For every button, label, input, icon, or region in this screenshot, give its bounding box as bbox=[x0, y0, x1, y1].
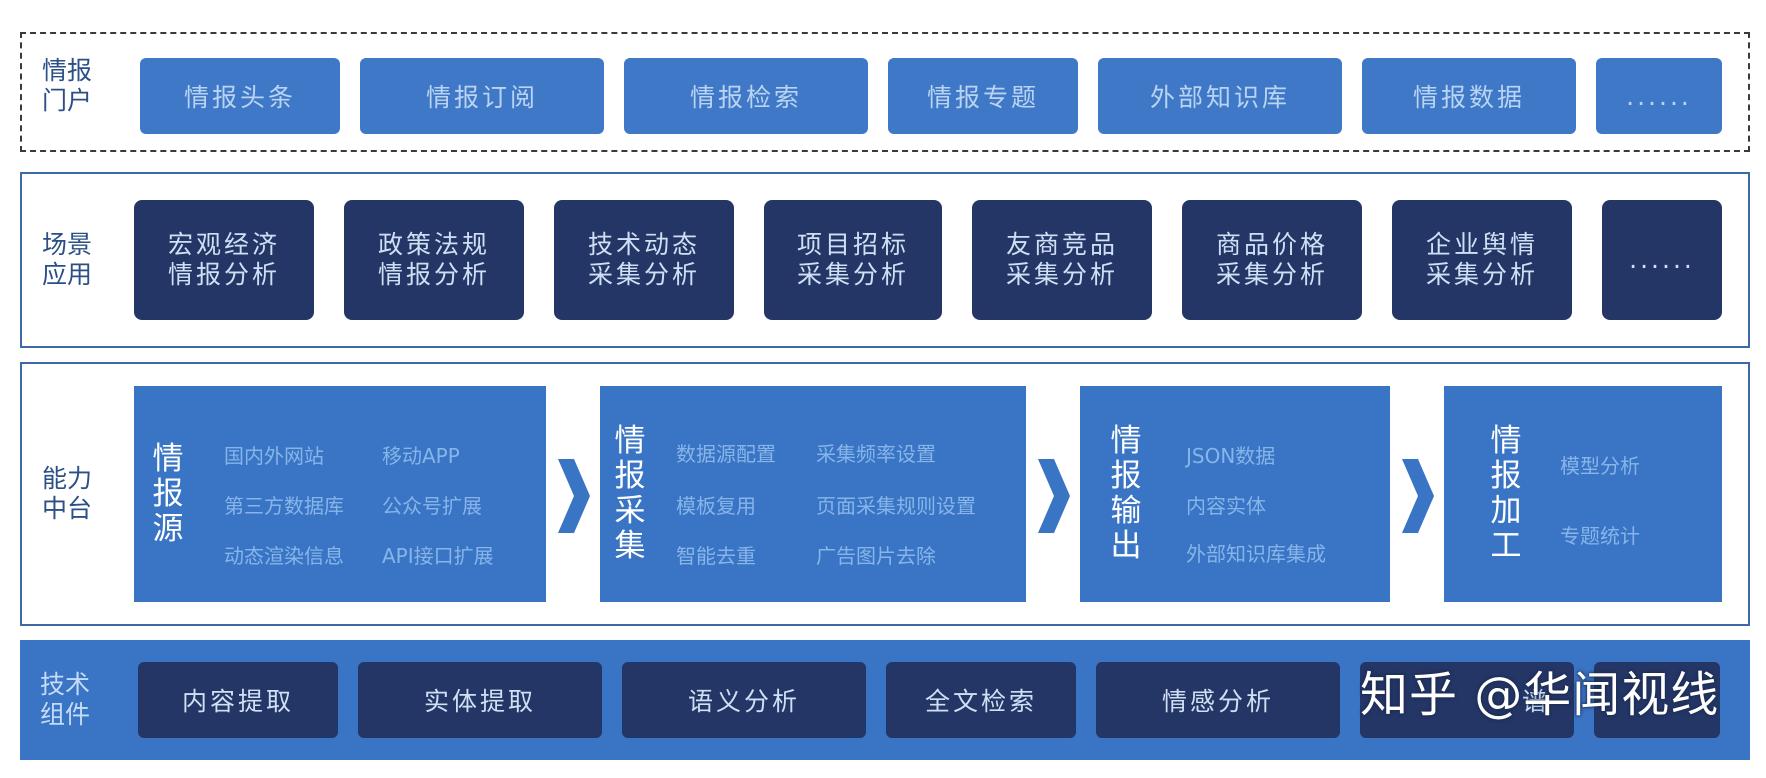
collection-item: 广告图片去除 bbox=[816, 544, 936, 568]
portal-row: 情报 门户 情报头条 情报订阅 情报检索 情报专题 外部知识库 情报数据 ...… bbox=[20, 32, 1750, 152]
scene-more[interactable]: ...... bbox=[1602, 200, 1722, 320]
source-item: 国内外网站 bbox=[224, 444, 324, 468]
collection-item: 采集频率设置 bbox=[816, 442, 936, 466]
portal-item-topics[interactable]: 情报专题 bbox=[888, 58, 1078, 134]
collection-item: 数据源配置 bbox=[676, 442, 776, 466]
panel-intel-source-title: 情 报 源 bbox=[152, 441, 184, 547]
tech-row-label: 技术 组件 bbox=[40, 670, 91, 729]
scene-enterprise-sentiment[interactable]: 企业舆情采集分析 bbox=[1392, 200, 1572, 320]
tech-semantic-analysis[interactable]: 语义分析 bbox=[622, 662, 866, 738]
panel-intel-processing-title: 情 报 加 工 bbox=[1490, 423, 1522, 564]
output-item: 内容实体 bbox=[1186, 494, 1266, 518]
scene-project-bidding[interactable]: 项目招标采集分析 bbox=[764, 200, 942, 320]
scene-tech-trends[interactable]: 技术动态采集分析 bbox=[554, 200, 734, 320]
scene-policy-regulation[interactable]: 政策法规情报分析 bbox=[344, 200, 524, 320]
collection-item: 页面采集规则设置 bbox=[816, 494, 976, 518]
portal-item-headlines[interactable]: 情报头条 bbox=[140, 58, 340, 134]
collection-item: 智能去重 bbox=[676, 544, 756, 568]
processing-item: 专题统计 bbox=[1560, 524, 1640, 548]
scenes-row-label: 场景 应用 bbox=[42, 230, 93, 289]
scene-commodity-prices[interactable]: 商品价格采集分析 bbox=[1182, 200, 1362, 320]
chevron-right-icon bbox=[558, 459, 590, 533]
scene-competitor-products[interactable]: 友商竞品采集分析 bbox=[972, 200, 1152, 320]
source-item: 动态渲染信息 bbox=[224, 544, 344, 568]
panel-intel-collection[interactable]: 情 报 采 集 数据源配置 采集频率设置 模板复用 页面采集规则设置 智能去重 … bbox=[600, 386, 1026, 602]
chevron-right-icon bbox=[1038, 459, 1070, 533]
platform-row: 能力 中台 情 报 源 国内外网站 移动APP 第三方数据库 公众号扩展 动态渲… bbox=[20, 362, 1750, 626]
portal-item-search[interactable]: 情报检索 bbox=[624, 58, 868, 134]
collection-item: 模板复用 bbox=[676, 494, 756, 518]
panel-intel-source[interactable]: 情 报 源 国内外网站 移动APP 第三方数据库 公众号扩展 动态渲染信息 AP… bbox=[134, 386, 546, 602]
source-item: 公众号扩展 bbox=[382, 494, 482, 518]
scenes-row: 场景 应用 宏观经济情报分析 政策法规情报分析 技术动态采集分析 项目招标采集分… bbox=[20, 172, 1750, 348]
tech-fulltext-search[interactable]: 全文检索 bbox=[886, 662, 1076, 738]
chevron-right-icon bbox=[1402, 459, 1434, 533]
platform-row-label: 能力 中台 bbox=[42, 464, 93, 523]
panel-intel-output[interactable]: 情 报 输 出 JSON数据 内容实体 外部知识库集成 bbox=[1080, 386, 1390, 602]
portal-row-label: 情报 门户 bbox=[42, 56, 93, 115]
panel-intel-output-title: 情 报 输 出 bbox=[1110, 423, 1142, 564]
scene-macro-economy[interactable]: 宏观经济情报分析 bbox=[134, 200, 314, 320]
output-item: JSON数据 bbox=[1186, 444, 1276, 468]
tech-graph-box[interactable]: 谱 bbox=[1360, 662, 1574, 738]
zhihu-watermark: 知乎 @华闻视线 bbox=[1360, 667, 1720, 723]
panel-intel-processing[interactable]: 情 报 加 工 模型分析 专题统计 bbox=[1444, 386, 1722, 602]
panel-intel-collection-title: 情 报 采 集 bbox=[614, 423, 646, 564]
processing-item: 模型分析 bbox=[1560, 454, 1640, 478]
source-item: 第三方数据库 bbox=[224, 494, 344, 518]
portal-item-external-kb[interactable]: 外部知识库 bbox=[1098, 58, 1342, 134]
source-item: 移动APP bbox=[382, 444, 460, 468]
tech-more[interactable] bbox=[1594, 662, 1720, 738]
output-item: 外部知识库集成 bbox=[1186, 542, 1326, 566]
tech-sentiment-analysis[interactable]: 情感分析 bbox=[1096, 662, 1340, 738]
portal-item-subscription[interactable]: 情报订阅 bbox=[360, 58, 604, 134]
portal-item-data[interactable]: 情报数据 bbox=[1362, 58, 1576, 134]
tech-row: 技术 组件 内容提取 实体提取 语义分析 全文检索 情感分析 谱 知乎 @华闻视… bbox=[20, 640, 1750, 760]
tech-content-extraction[interactable]: 内容提取 bbox=[138, 662, 338, 738]
tech-entity-extraction[interactable]: 实体提取 bbox=[358, 662, 602, 738]
portal-item-more[interactable]: ...... bbox=[1596, 58, 1722, 134]
source-item: API接口扩展 bbox=[382, 544, 494, 568]
